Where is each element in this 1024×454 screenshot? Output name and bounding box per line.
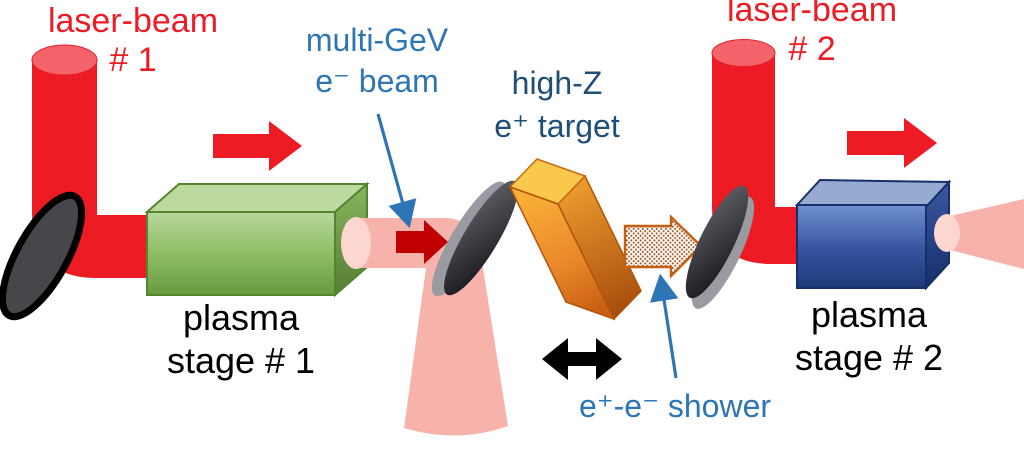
output-beam-pink [934, 199, 1024, 269]
plasma-stage-1-top-face [144, 183, 370, 213]
laser-beam-1-label-line1: laser-beam [47, 2, 219, 40]
laser-beam-2-label-line1: laser-beam [726, 0, 898, 29]
laser-beam-1-label: laser-beam # 1 [48, 2, 218, 80]
mirror-3-disk [685, 185, 749, 299]
high-z-target-label-line2: e⁺ target [494, 108, 620, 144]
high-z-target-label-line1: high-Z [511, 65, 603, 101]
laser-beam-2-label-line2: # 2 [788, 30, 836, 68]
high-z-target-label: high-Z e⁺ target [494, 62, 619, 148]
mirror-1 [0, 191, 86, 321]
laser-beam-2-top-cap [711, 39, 776, 67]
plasma-stage-1-label-line2: stage # 1 [166, 340, 316, 381]
shower-annotation-arrow [649, 273, 679, 379]
shower-label: e⁺-e⁻ shower [579, 387, 771, 425]
electron-beam-exit-cap [341, 217, 371, 269]
target-motion-double-arrow [542, 338, 622, 380]
high-z-target-front-face [508, 185, 616, 321]
mirror-2 [431, 180, 518, 297]
shower-label-text: e⁺-e⁻ shower [578, 388, 772, 424]
ebeam-annotation-arrow [376, 113, 417, 229]
high-z-target [508, 158, 642, 321]
plasma-stage-2-box [794, 178, 952, 291]
plasma-stage-2-front-face [796, 204, 927, 289]
direction-arrow-red-1 [213, 121, 302, 171]
laser-beam-1-top-cap [31, 44, 98, 76]
laser-beam-2-label: laser-beam # 2 [727, 0, 897, 69]
mirror-3 [685, 185, 755, 309]
mirror-2-disk [444, 180, 518, 296]
plasma-stage-2-top-face [794, 178, 952, 209]
beam-direction-arrow-dark-red [396, 220, 448, 264]
plasma-stage-1-label-line1: plasma [182, 297, 300, 338]
plasma-stage-1-label: plasma stage # 1 [167, 296, 315, 382]
output-beam-exit-cap [934, 214, 960, 252]
electron-beam-label-line2: e⁻ beam [315, 63, 439, 99]
plasma-stage-2-label: plasma stage # 2 [795, 293, 943, 379]
direction-arrow-red-2 [847, 118, 937, 168]
laser-beam-1-label-line2: # 1 [109, 41, 157, 79]
plasma-stage-2-label-line1: plasma [810, 294, 928, 335]
shower-arrow [623, 214, 703, 279]
electron-beam-label: multi-GeV e⁻ beam [306, 20, 448, 102]
mirror-1-disk [0, 191, 86, 321]
plasma-stage-1-front-face [146, 211, 336, 296]
plasma-stage-2-label-line2: stage # 2 [794, 337, 944, 378]
plasma-stage-1-box [144, 181, 370, 298]
output-beam-cone [946, 199, 1024, 269]
electron-beam-label-line1: multi-GeV [305, 22, 449, 58]
